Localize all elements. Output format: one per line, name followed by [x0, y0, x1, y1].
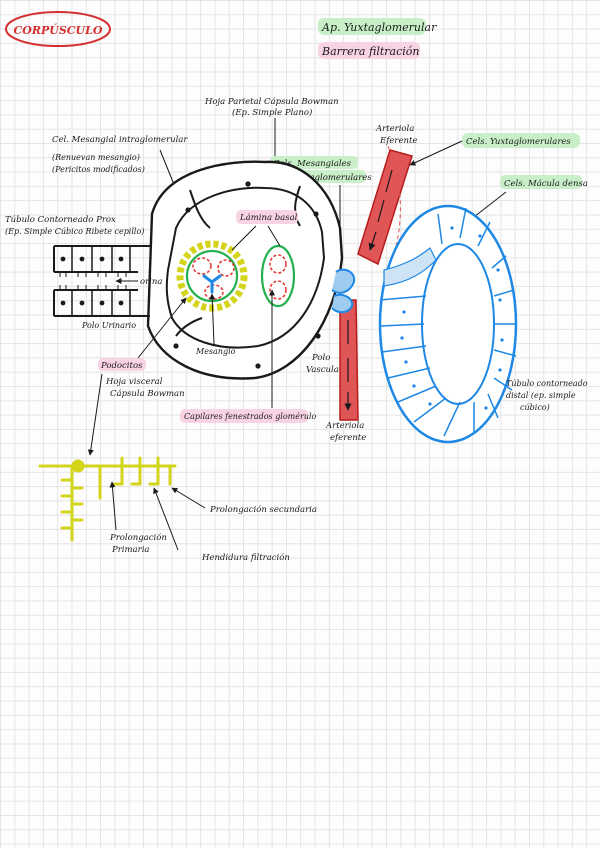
label-prolongacion-secundaria: Prolongación secundaria [209, 504, 317, 515]
afferent-arteriole [357, 145, 413, 266]
label-arteriola-top: Arteriola [375, 124, 414, 134]
label-podocitos: Podocitos [100, 361, 143, 371]
arrow-hendidura [153, 487, 179, 551]
label-polo-urinario: Polo Urinario [81, 321, 136, 330]
arrow-podocitos [137, 297, 187, 359]
macula-highlight [500, 175, 582, 189]
label-tubulo-prox-sub: (Ep. Simple Cúbico Ribete cepillo) [5, 227, 144, 236]
label-tubulo-prox: Túbulo Contorneado Prox [5, 214, 116, 225]
legend-1-highlight [318, 18, 426, 35]
podocyte-detail [38, 456, 177, 542]
arrow-prolongacion-primaria [109, 481, 117, 531]
label-arteriola-bottom: Arteriola [325, 421, 364, 431]
label-mesangial-intra-2: (Renuevan mesangio) [52, 153, 140, 162]
label-extraglomerulares: Extraglomerulares [290, 173, 372, 183]
label-vascular: Vascular [306, 365, 344, 375]
line-lamina-2 [267, 225, 281, 247]
label-arteriola-bottom-2: eferente [330, 433, 366, 443]
label-tubulo-distal-2: distal (ep. simple [506, 391, 576, 400]
label-hoja-visceral: Hoja visceral [105, 377, 163, 387]
label-orina: orina [140, 277, 162, 287]
page-title: CORPÚSCULO [14, 23, 103, 37]
title-oval [5, 11, 111, 47]
legend-yuxtaglomerular: Ap. Yuxtaglomerular [321, 21, 437, 34]
efferent-arteriole [339, 299, 359, 421]
label-cels-yuxta: Cels. Yuxtaglomerulares [466, 137, 571, 147]
arrow-prolongacion-secundaria [171, 487, 206, 509]
arrow-mesangio [209, 293, 216, 345]
legend-barrera: Barrera filtración [321, 45, 419, 58]
label-tubulo-distal: Túbulo contorneado [506, 379, 588, 388]
label-hoja-parietal: Hoja Parietal Cápsula Bowman [204, 96, 339, 107]
lamina-highlight [236, 210, 298, 224]
label-prolongacion-primaria-2: Primaria [111, 545, 149, 555]
label-mesangio: Mesangio [195, 347, 236, 356]
label-capilares: Capilares fenestrados glomérulo [184, 412, 317, 421]
arrow-cels-yuxta [409, 140, 463, 166]
label-hoja-visceral-2: Cápsula Bowman [110, 388, 185, 399]
label-hoja-parietal-sub: (Ep. Simple Plano) [232, 107, 312, 118]
arrow-podocitos-zoom [87, 373, 103, 456]
label-prolongacion-primaria: Prolongación [109, 532, 167, 543]
podocitos-highlight [98, 358, 146, 371]
label-macula-densa: Cels. Mácula densa [504, 178, 588, 189]
yuxta-highlight [462, 133, 580, 148]
distal-tubule [378, 204, 518, 444]
label-cels-mesangiales: Cels. Mesangiales [273, 159, 352, 169]
label-hendidura: Hendidura filtración [201, 552, 290, 563]
capilares-highlight [180, 409, 308, 423]
label-arteriola-top-2: Eferente [379, 136, 417, 146]
line-lamina-1 [231, 225, 257, 251]
label-mesangial-intra: Cel. Mesangial intraglomerular [52, 135, 188, 145]
label-polo: Polo [311, 353, 330, 363]
label-mesangial-intra-3: (Pericitos modificados) [52, 165, 145, 174]
proximal-tubule [53, 245, 150, 317]
label-tubulo-distal-3: cúbico) [520, 403, 550, 412]
label-lamina-basal: Lámina basal [239, 212, 298, 223]
legend-2-highlight [318, 42, 420, 59]
yuxtaglomerular-cells [331, 268, 356, 314]
